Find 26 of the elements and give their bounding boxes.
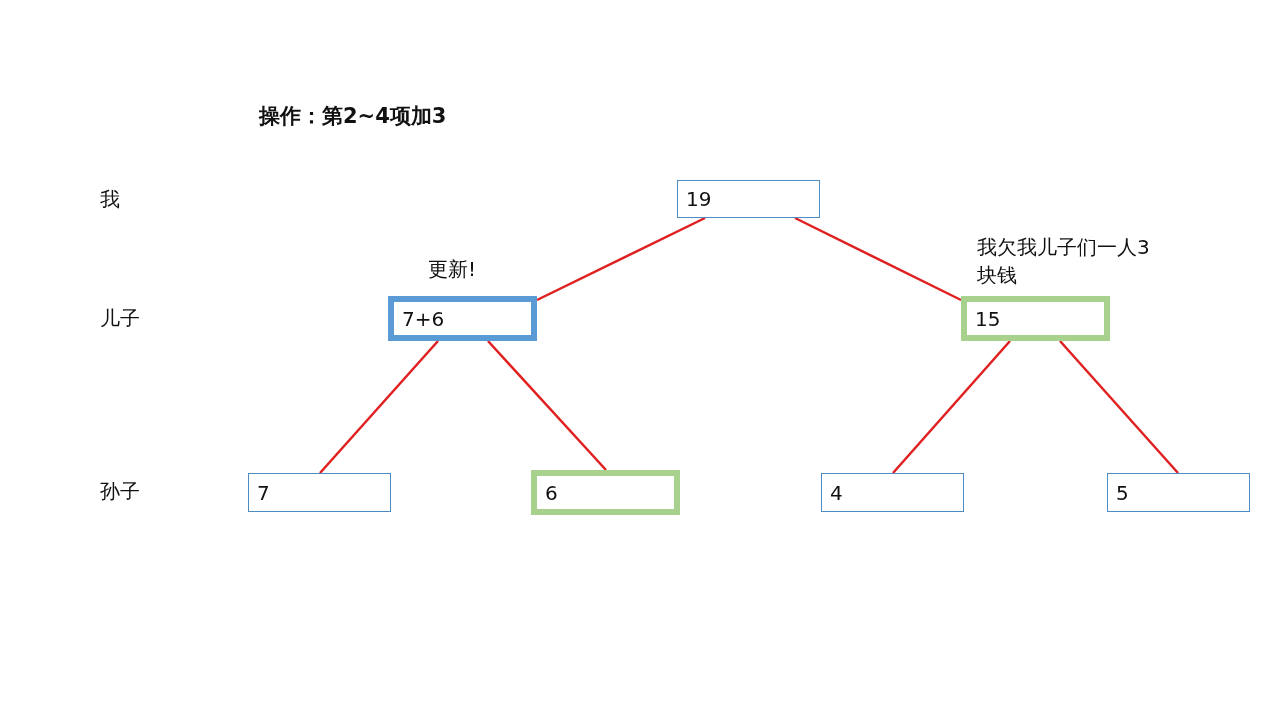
tree-line (892, 340, 1011, 474)
value-box (677, 180, 820, 218)
value-text: 6 (545, 480, 558, 505)
annotation: 我欠我儿子们一人3块钱 (977, 234, 1151, 289)
row-label: 孙子 (100, 478, 140, 505)
tree-line (794, 216, 962, 302)
value-box (248, 473, 391, 512)
tree-line (1059, 340, 1179, 474)
value-box (961, 296, 1110, 341)
value-box (821, 473, 964, 512)
value-text: 15 (975, 306, 1001, 331)
value-text: 5 (1116, 480, 1129, 505)
value-box (388, 296, 537, 341)
tree-line (536, 216, 706, 302)
annotation: 更新! (428, 256, 478, 283)
value-text: 4 (830, 480, 843, 505)
value-box (1107, 473, 1250, 512)
value-text: 7+6 (402, 306, 445, 331)
value-text: 7 (257, 480, 270, 505)
row-label: 儿子 (100, 305, 140, 332)
tree-line (487, 340, 607, 471)
row-label: 我 (100, 186, 120, 213)
title: 操作：第2~4项加3 (259, 103, 447, 130)
value-box (531, 470, 680, 515)
value-text: 19 (686, 187, 712, 211)
tree-line (319, 340, 439, 474)
